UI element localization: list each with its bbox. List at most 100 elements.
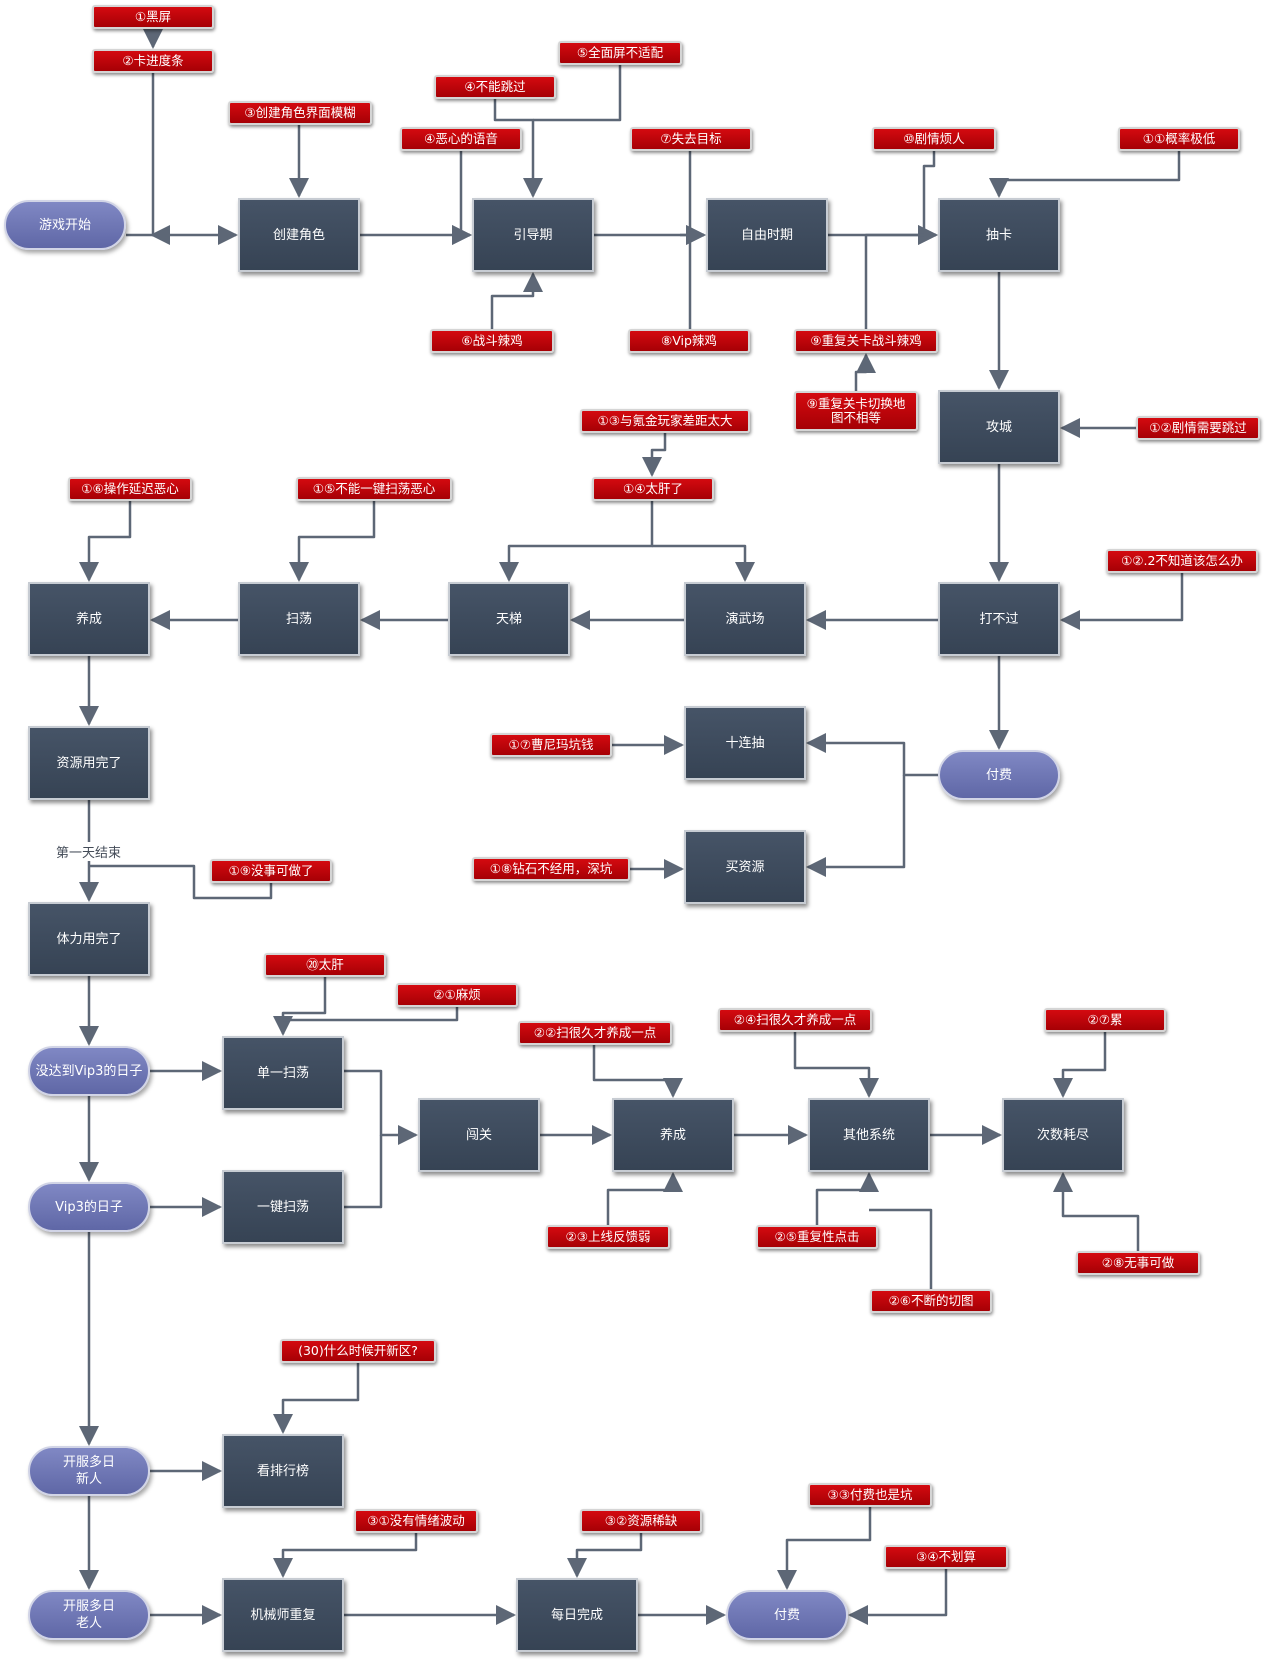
edge-n14-arena xyxy=(652,544,755,582)
note-1: ①黑屏 xyxy=(92,5,214,29)
note-9b: ⑨重复关卡切换地 图不相等 xyxy=(794,391,918,431)
node-pay-2: 付费 xyxy=(726,1590,848,1640)
edge-n9b-n9a xyxy=(854,353,876,391)
note-4b: ④恶心的语音 xyxy=(400,127,522,151)
node-free-period: 自由时期 xyxy=(706,198,828,272)
node-buy-resources: 买资源 xyxy=(684,830,806,904)
edge-n32-daily xyxy=(567,1533,643,1578)
node-single-sweep: 单一扫荡 xyxy=(222,1036,344,1110)
note-26: ②⑥不断的切图 xyxy=(870,1289,992,1313)
note-22: ②②扫很久才养成一点 xyxy=(518,1021,672,1045)
node-other-systems: 其他系统 xyxy=(808,1098,930,1172)
node-vip3-days: Vip3的日子 xyxy=(28,1182,150,1232)
node-create-role: 创建角色 xyxy=(238,198,360,272)
note-21: ②①麻烦 xyxy=(396,983,518,1007)
note-32: ③②资源稀缺 xyxy=(580,1509,702,1533)
node-mechanic-repeat: 机械师重复 xyxy=(222,1578,344,1652)
note-28: ②⑧无事可做 xyxy=(1076,1251,1200,1275)
note-19: ①⑨没事可做了 xyxy=(210,859,332,883)
edge-n10-draw xyxy=(918,151,938,245)
note-12: ①②剧情需要跳过 xyxy=(1136,416,1260,440)
node-new-player: 开服多日 新人 xyxy=(28,1446,150,1496)
edge-n19-stamina xyxy=(89,864,273,900)
edge-n21-single xyxy=(283,1007,459,1022)
edge-n31-mech xyxy=(273,1533,418,1578)
edge-n33-pay2 xyxy=(777,1507,872,1590)
edge-n14-ladder xyxy=(499,501,654,582)
edge-n26-other xyxy=(869,1208,933,1289)
node-stage: 闯关 xyxy=(418,1098,540,1172)
note-27: ②⑦累 xyxy=(1044,1008,1166,1032)
note-23: ②③上线反馈弱 xyxy=(546,1225,670,1249)
node-ten-draw: 十连抽 xyxy=(684,706,806,780)
edge-n15-sweep xyxy=(289,501,376,582)
node-resources-done: 资源用完了 xyxy=(28,726,150,800)
note-30: (30)什么时候开新区? xyxy=(280,1339,436,1363)
node-train-2: 养成 xyxy=(612,1098,734,1172)
node-one-key-sweep: 一键扫荡 xyxy=(222,1170,344,1244)
node-stamina-done: 体力用完了 xyxy=(28,902,150,976)
edge-n28-count xyxy=(1053,1172,1140,1251)
note-34: ③④不划算 xyxy=(884,1545,1008,1569)
note-17: ①⑦曹尼玛坑钱 xyxy=(490,733,612,757)
edge-n5-tutorial xyxy=(533,65,622,122)
note-13: ①③与氪金玩家差距太大 xyxy=(580,409,750,433)
note-20: ⑳太肝 xyxy=(264,953,386,977)
note-12b: ①②.2不知道该怎么办 xyxy=(1106,549,1258,573)
note-5: ⑤全面屏不适配 xyxy=(558,41,682,65)
note-3: ③创建角色界面模糊 xyxy=(228,101,372,125)
edge-n16-train xyxy=(79,501,132,582)
note-31: ③①没有情绪波动 xyxy=(354,1509,478,1533)
node-game-start: 游戏开始 xyxy=(4,200,126,250)
edge-n22-train2 xyxy=(592,1045,683,1098)
node-ladder: 天梯 xyxy=(448,582,570,656)
node-train: 养成 xyxy=(28,582,150,656)
edge-n9a-draw xyxy=(864,233,924,329)
edge-n30-ranking xyxy=(273,1363,360,1434)
note-25: ②⑤重复性点击 xyxy=(756,1225,878,1249)
node-daily-done: 每日完成 xyxy=(516,1578,638,1652)
edge-n23-train2 xyxy=(606,1172,683,1225)
note-8: ⑧Vip辣鸡 xyxy=(628,329,750,353)
note-14: ①④太肝了 xyxy=(592,477,714,501)
note-4a: ④不能跳过 xyxy=(434,75,556,99)
note-6: ⑥战斗辣鸡 xyxy=(430,329,554,353)
edge-onekey-stage xyxy=(344,1135,383,1209)
edge-n25-other xyxy=(815,1172,879,1225)
edge-n12b-cantwin xyxy=(1060,573,1184,630)
node-cant-win: 打不过 xyxy=(938,582,1060,656)
note-9a: ⑨重复关卡战斗辣鸡 xyxy=(794,329,938,353)
node-pay: 付费 xyxy=(938,750,1060,800)
node-arena: 演武场 xyxy=(684,582,806,656)
edge-single-stage xyxy=(344,1069,418,1145)
edge-pay-tendraw xyxy=(806,733,938,777)
node-draw-card: 抽卡 xyxy=(938,198,1060,272)
note-7: ⑦失去目标 xyxy=(630,127,752,151)
edge-n27-count xyxy=(1053,1032,1107,1098)
edge-n20-single xyxy=(273,977,327,1036)
edge-n24-other xyxy=(793,1032,879,1098)
note-11: ①①概率极低 xyxy=(1118,127,1240,151)
edge-n13-n14 xyxy=(642,433,667,477)
node-siege: 攻城 xyxy=(938,390,1060,464)
edge-n6-tutorial xyxy=(490,272,543,329)
note-15: ①⑤不能一键扫荡恶心 xyxy=(296,477,452,501)
node-ranking: 看排行榜 xyxy=(222,1434,344,1508)
node-count-exhausted: 次数耗尽 xyxy=(1002,1098,1124,1172)
node-sweep: 扫荡 xyxy=(238,582,360,656)
edge-pay-buyres xyxy=(806,775,906,877)
edge-n4b-tutorial xyxy=(452,151,472,245)
note-33: ③③付费也是坑 xyxy=(808,1483,932,1507)
edge-n4a-tutorial xyxy=(493,99,543,198)
label-day-end: 第一天结束 xyxy=(54,842,124,861)
edge-n11-draw xyxy=(989,151,1181,198)
note-10: ⑩剧情烦人 xyxy=(872,127,996,151)
note-2: ②卡进度条 xyxy=(92,49,214,73)
node-not-vip3-days: 没达到Vip3的日子 xyxy=(28,1046,150,1096)
note-16: ①⑥操作延迟恶心 xyxy=(68,477,192,501)
note-18: ①⑧钻石不经用，深坑 xyxy=(472,857,630,881)
note-24: ②④扫很久才养成一点 xyxy=(718,1008,872,1032)
node-old-player: 开服多日 老人 xyxy=(28,1590,150,1640)
